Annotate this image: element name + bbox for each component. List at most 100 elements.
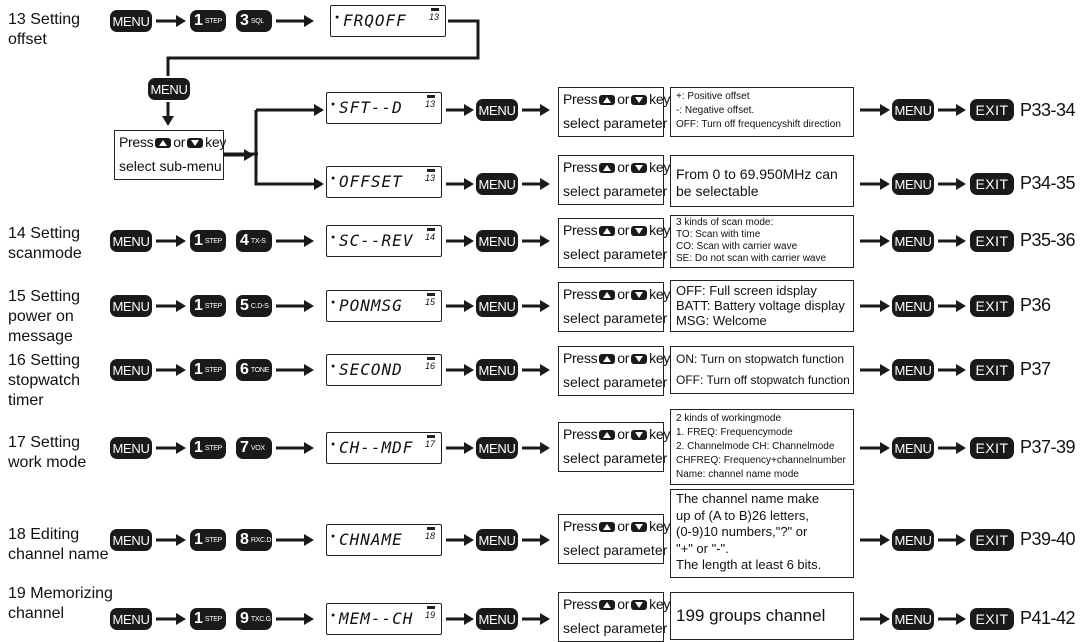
select-instruction-line: select parameter (563, 620, 668, 636)
option-description-line: be selectable (676, 183, 759, 199)
option-description-line: -: Negative offset. (676, 105, 755, 116)
exit-key-label: EXIT (975, 532, 1009, 548)
step-key-sublabel: STEP (204, 536, 222, 544)
exit-key: EXIT (970, 295, 1014, 317)
or-word: or (173, 134, 186, 150)
right-arrow-icon (938, 104, 966, 116)
lcd-text: SC--REV (339, 231, 414, 250)
right-arrow-icon (446, 534, 474, 546)
or-word: or (617, 596, 630, 612)
option-description-line: "+" or "-". (676, 540, 729, 556)
number-key-sublabel: TXC.G (250, 615, 271, 623)
number-key-digit: 4 (240, 232, 249, 249)
right-arrow-icon (156, 15, 186, 27)
up-arrow-key-icon (599, 354, 616, 365)
step-key-digit: 1 (194, 439, 203, 456)
battery-icon (427, 357, 435, 360)
row-title: 17 Setting work mode (8, 434, 87, 471)
right-arrow-icon (276, 534, 314, 546)
right-arrow-icon (938, 178, 966, 190)
lcd-channel-number: 18 (424, 531, 435, 541)
up-arrow-key-icon (155, 138, 172, 149)
lcd-channel-number: 19 (424, 610, 435, 620)
step-key-sublabel: STEP (204, 237, 222, 245)
page-reference: P36 (1020, 295, 1051, 315)
down-arrow-key-icon (631, 163, 648, 174)
step-key-digit: 1 (194, 361, 203, 378)
menu-key: MENU (892, 437, 934, 459)
exit-key-label: EXIT (975, 440, 1009, 456)
lcd-indicator-icon: ● (331, 299, 336, 306)
option-description-line: 1. FREQ: Frequencymode (676, 427, 793, 438)
page-reference: P37-39 (1020, 437, 1076, 457)
menu-key: MENU (476, 173, 518, 195)
option-description-line: ON: Turn on stopwatch function (676, 352, 845, 366)
key-word: key (649, 426, 671, 442)
lcd-channel-number: 13 (424, 173, 435, 183)
number-key-digit: 7 (240, 439, 249, 456)
or-word: or (617, 159, 630, 175)
press-word: Press (563, 222, 598, 238)
or-word: or (617, 286, 630, 302)
right-arrow-icon (446, 178, 474, 190)
step-key-digit: 1 (194, 610, 203, 627)
press-word: Press (563, 596, 598, 612)
lcd-channel-number: 14 (424, 232, 435, 242)
right-arrow-icon (938, 442, 966, 454)
menu-key-label: MENU (478, 233, 516, 249)
menu-key-label: MENU (478, 362, 516, 378)
right-arrow-icon (446, 364, 474, 376)
option-description-line: Name: channel name mode (676, 469, 799, 480)
option-description-line: MSG: Welcome (676, 313, 767, 328)
down-arrow-key-icon (631, 226, 648, 237)
press-word: Press (563, 518, 598, 534)
menu-key-label: MENU (894, 233, 932, 249)
select-instruction-line: select parameter (563, 183, 668, 199)
number-key-digit: 5 (240, 297, 249, 314)
right-arrow-icon (446, 104, 474, 116)
sql-key-digit: 3 (240, 12, 249, 29)
battery-icon (431, 8, 439, 11)
key-word: key (649, 596, 671, 612)
right-arrow-icon (860, 613, 890, 625)
menu-key: MENU (476, 295, 518, 317)
down-arrow-key-icon (631, 95, 648, 106)
exit-key-label: EXIT (975, 362, 1009, 378)
lcd-text: CHNAME (339, 530, 403, 549)
page-reference: P41-42 (1020, 608, 1076, 628)
row-title: 19 Memorizing channel (8, 585, 113, 622)
step-key-sublabel: STEP (204, 366, 222, 374)
right-arrow-icon (446, 613, 474, 625)
right-arrow-icon (276, 364, 314, 376)
up-arrow-key-icon (599, 95, 616, 106)
option-description-line: 2. Channelmode CH: Channelmode (676, 441, 835, 452)
row-title: 13 Setting offset (8, 11, 81, 48)
lcd-indicator-icon: ● (331, 363, 336, 370)
right-arrow-icon (522, 613, 550, 625)
battery-icon (427, 95, 435, 98)
menu-key: MENU (110, 230, 152, 252)
up-arrow-key-icon (599, 290, 616, 301)
lcd-channel-number: 15 (424, 297, 435, 307)
right-arrow-icon (276, 15, 314, 27)
option-description-line: TO: Scan with time (676, 229, 761, 240)
key-word: key (205, 134, 227, 150)
option-description-line: The length at least 6 bits. (676, 557, 822, 572)
exit-key-label: EXIT (975, 611, 1009, 627)
right-arrow-icon (522, 300, 550, 312)
row-title: 16 Setting stopwatch timer (8, 352, 81, 409)
exit-key: EXIT (970, 99, 1014, 121)
